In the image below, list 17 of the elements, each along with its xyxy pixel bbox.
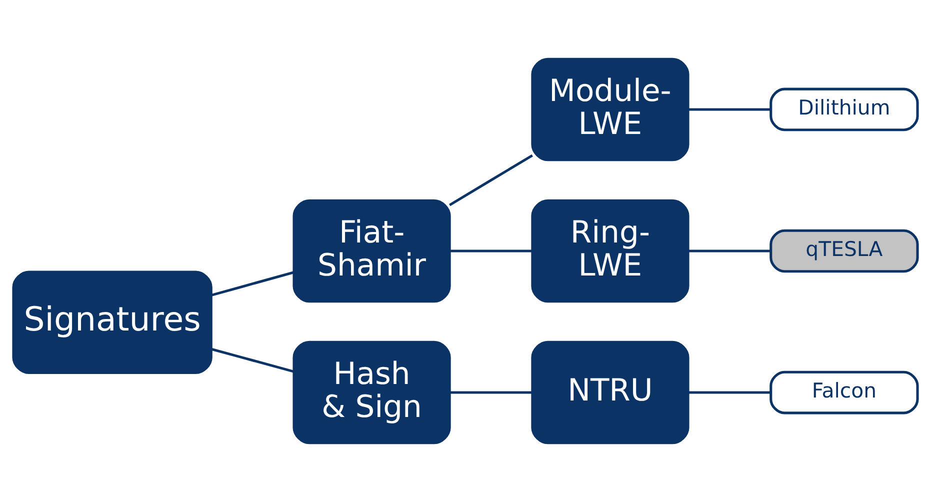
node-box: Falcon bbox=[770, 370, 919, 414]
connector bbox=[211, 347, 294, 372]
connector bbox=[211, 270, 294, 296]
connector bbox=[450, 390, 532, 394]
connector bbox=[450, 249, 532, 252]
node-box: Hash & Sign bbox=[292, 340, 451, 444]
connector bbox=[448, 154, 533, 206]
node-box: NTRU bbox=[531, 340, 690, 444]
node-box: Module- LWE bbox=[531, 57, 690, 161]
node-box: Signatures bbox=[12, 270, 212, 374]
node-box: Ring- LWE bbox=[531, 198, 690, 302]
node-box: Dilithium bbox=[770, 87, 919, 131]
connector bbox=[688, 390, 771, 394]
connector bbox=[688, 249, 771, 252]
node-box: qTESLA bbox=[770, 228, 919, 272]
node-box: Fiat- Shamir bbox=[292, 198, 451, 302]
connector bbox=[688, 108, 771, 110]
